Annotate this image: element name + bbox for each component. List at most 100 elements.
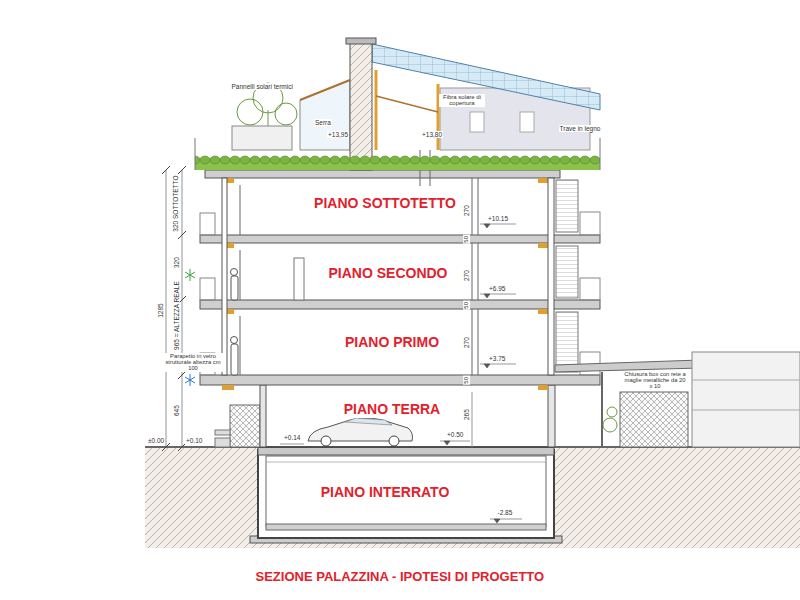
dimension-value: 270 bbox=[462, 336, 469, 349]
dimension-value: 965 = ALTEZZA REALE bbox=[172, 280, 179, 351]
annotation-text: +0.10 bbox=[185, 437, 203, 444]
floor-band: PIANO PRIMO bbox=[339, 333, 445, 351]
floor-slabs bbox=[200, 235, 600, 243]
right-exterior bbox=[620, 392, 688, 447]
right-exterior bbox=[692, 410, 800, 411]
dimension-lines bbox=[182, 170, 183, 447]
right-exterior bbox=[603, 418, 617, 432]
earth-ground bbox=[266, 456, 546, 526]
earth-ground bbox=[266, 524, 546, 530]
dimension-value: 645 bbox=[172, 404, 179, 417]
floor-slabs bbox=[538, 243, 548, 248]
walls-partitions bbox=[294, 258, 304, 300]
earth-ground bbox=[258, 447, 554, 455]
walls-partitions bbox=[478, 178, 479, 235]
roof-greenhouse bbox=[268, 110, 269, 126]
earth-ground bbox=[145, 448, 800, 548]
ground-floor bbox=[260, 385, 266, 447]
roof-greenhouse bbox=[470, 112, 484, 132]
roof-greenhouse bbox=[237, 99, 263, 125]
ground-floor bbox=[215, 430, 230, 435]
ground-floor bbox=[215, 385, 555, 447]
annotation-text: -2.85 bbox=[497, 509, 514, 516]
ground-floor bbox=[345, 418, 392, 425]
roof-greenhouse bbox=[195, 138, 196, 170]
floor-slabs bbox=[538, 178, 548, 183]
facades-balconies bbox=[200, 213, 215, 235]
floor-name: PIANO TERRA bbox=[344, 401, 440, 417]
dimension-value: 320 SOTTOTETTO bbox=[172, 174, 179, 232]
annotation-text: Serra bbox=[314, 119, 332, 126]
dimension-lines bbox=[440, 441, 470, 445]
roof-greenhouse bbox=[372, 44, 600, 110]
facades-balconies bbox=[556, 180, 578, 232]
walls-partitions bbox=[222, 150, 554, 447]
floor-slabs bbox=[538, 309, 548, 314]
right-exterior bbox=[692, 380, 800, 381]
dimension-value: 270 bbox=[462, 269, 469, 282]
ground-floor bbox=[215, 438, 230, 447]
drawing-caption: SEZIONE PALAZZINA - IPOTESI DI PROGETTO bbox=[256, 569, 545, 584]
roof-greenhouse bbox=[375, 70, 378, 150]
ground-floor bbox=[389, 436, 399, 446]
right-exterior bbox=[601, 372, 603, 447]
facades-balconies bbox=[200, 180, 600, 375]
annotation-text: +3.75 bbox=[488, 355, 506, 362]
dimension-lines bbox=[480, 364, 516, 368]
dimension-lines bbox=[185, 269, 195, 281]
walls-partitions bbox=[478, 243, 479, 300]
facades-balconies bbox=[580, 212, 600, 235]
walls-partitions bbox=[472, 309, 473, 375]
roof-greenhouse bbox=[195, 150, 600, 166]
walls-partitions bbox=[240, 185, 241, 235]
earth-ground bbox=[145, 447, 800, 548]
right-exterior bbox=[607, 407, 617, 417]
walls-partitions bbox=[222, 178, 227, 375]
floor-slabs bbox=[538, 385, 548, 390]
floor-slabs bbox=[200, 300, 600, 309]
ground-floor bbox=[230, 405, 260, 447]
floor-band: PIANO SOTTOTETTO bbox=[308, 194, 462, 212]
dimension-lines bbox=[490, 519, 522, 523]
dimension-lines bbox=[166, 170, 167, 447]
dimension-value: 265 bbox=[462, 408, 469, 421]
walls-partitions bbox=[548, 178, 554, 375]
walls-partitions bbox=[240, 316, 241, 375]
earth-ground bbox=[266, 462, 546, 463]
annotation-text: +0.50 bbox=[446, 431, 464, 438]
floor-slabs bbox=[200, 170, 600, 390]
roof-greenhouse bbox=[275, 103, 297, 125]
dimension-value: 270 bbox=[462, 204, 469, 217]
walls-partitions bbox=[231, 344, 238, 375]
dimension-value: 50 bbox=[463, 234, 470, 243]
annotation-text: +6.95 bbox=[488, 285, 506, 292]
annotation-text: Trave in legno bbox=[559, 125, 602, 132]
dimension-lines bbox=[162, 166, 522, 523]
walls-partitions bbox=[231, 276, 238, 300]
annotation-text: Pannelli solari termici bbox=[231, 83, 294, 90]
walls-partitions bbox=[231, 269, 238, 276]
walls-partitions bbox=[472, 243, 473, 300]
facades-balconies bbox=[580, 278, 600, 300]
facades-balconies bbox=[556, 312, 578, 372]
roof-greenhouse bbox=[600, 138, 601, 170]
dimension-value: 50 bbox=[463, 300, 470, 309]
annotation-text: Chiusura box con rete a maglie metallich… bbox=[622, 371, 688, 390]
walls-partitions bbox=[472, 178, 473, 235]
floor-slabs bbox=[222, 385, 234, 390]
earth-ground bbox=[258, 450, 554, 538]
walls-partitions bbox=[478, 309, 479, 375]
right-exterior bbox=[692, 352, 800, 447]
floor-name: PIANO SOTTOTETTO bbox=[314, 195, 456, 211]
roof-greenhouse bbox=[195, 38, 600, 170]
facades-balconies bbox=[556, 246, 578, 298]
roof-greenhouse bbox=[346, 38, 376, 44]
floor-name: PIANO SECONDO bbox=[328, 265, 447, 281]
floor-name: PIANO INTERRATO bbox=[321, 484, 450, 500]
roof-greenhouse bbox=[300, 80, 350, 150]
dimension-value: 1285 bbox=[157, 302, 164, 318]
facades-balconies bbox=[200, 278, 215, 300]
annotation-text: Fibra solare di copertura bbox=[439, 94, 485, 107]
